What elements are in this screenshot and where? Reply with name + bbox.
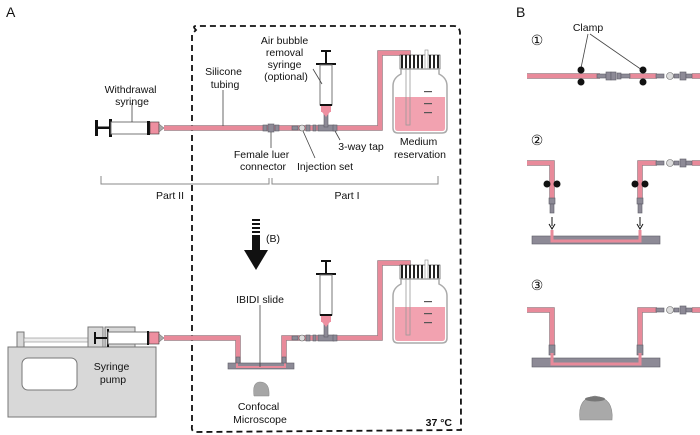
incubator-temperature: 37 °C <box>426 417 453 429</box>
step-3-connectors <box>548 305 693 356</box>
part-ii-bracket <box>100 176 270 185</box>
confocal-microscope-label: Confocal Microscope <box>233 401 287 426</box>
transition-arrow <box>244 219 268 270</box>
step-2-tubing <box>527 161 700 198</box>
withdrawal-syringe <box>95 119 165 137</box>
air-bubble-removal-syringe <box>316 50 336 117</box>
medium-reservation-label: Medium reservation <box>394 136 446 161</box>
step-3-tubing <box>527 308 700 350</box>
part-i-bracket <box>271 176 439 185</box>
injection-set-bottom <box>291 334 311 342</box>
step-3-number: ③ <box>531 277 544 293</box>
air-bubble-removal-syringe-bottom <box>316 260 336 327</box>
step-1-number: ① <box>531 32 544 48</box>
step-1-clamp-right <box>639 66 647 86</box>
step-1-clamp-left <box>577 66 585 86</box>
step-1-connectors <box>596 71 693 81</box>
incubator-boundary <box>190 25 462 433</box>
injection-set <box>291 124 311 132</box>
panel-b-label: B <box>516 4 525 20</box>
step-2-clamp-left <box>543 180 561 188</box>
ibidi-slide <box>227 356 295 370</box>
injection-set-label: Injection set <box>297 161 353 173</box>
withdrawal-syringe-label: Withdrawal syringe <box>105 84 160 108</box>
female-luer-label: Female luer connector <box>234 149 292 173</box>
clamp-label: Clamp <box>573 22 604 34</box>
confocal-microscope-objective <box>253 381 270 397</box>
three-way-tap <box>312 112 338 132</box>
medium-reservation-bottle-bottom <box>392 259 448 344</box>
panel-a-label: A <box>6 4 16 20</box>
silicone-tubing-label: Silicone tubing <box>205 66 245 91</box>
air-bubble-syringe-label: Air bubble removal syringe (optional) <box>261 35 311 83</box>
silicone-tubing-bottom <box>164 261 410 365</box>
ibidi-slide-label: IBIDI slide <box>236 294 284 306</box>
medium-reservation-bottle <box>392 49 448 134</box>
arrow-b-label: (B) <box>266 233 280 245</box>
three-way-tap-bottom <box>312 322 338 342</box>
step-2-number: ② <box>531 132 544 148</box>
step-2-connectors <box>548 158 693 214</box>
pump-syringe <box>94 329 165 347</box>
three-way-tap-label: 3-way tap <box>338 141 384 153</box>
step-3-ibidi-slide <box>531 353 661 368</box>
female-luer-connector <box>262 123 280 133</box>
step-3-microscope-objective <box>579 395 613 421</box>
step-2-clamp-right <box>631 180 649 188</box>
part-i-label: Part I <box>334 190 359 202</box>
part-ii-label: Part II <box>156 190 184 202</box>
syringe-pump-label: Syringe pump <box>94 361 133 386</box>
step-2-down-arrows <box>548 217 644 230</box>
step-2-ibidi-slide <box>531 230 661 245</box>
syringe-pump <box>7 326 157 418</box>
